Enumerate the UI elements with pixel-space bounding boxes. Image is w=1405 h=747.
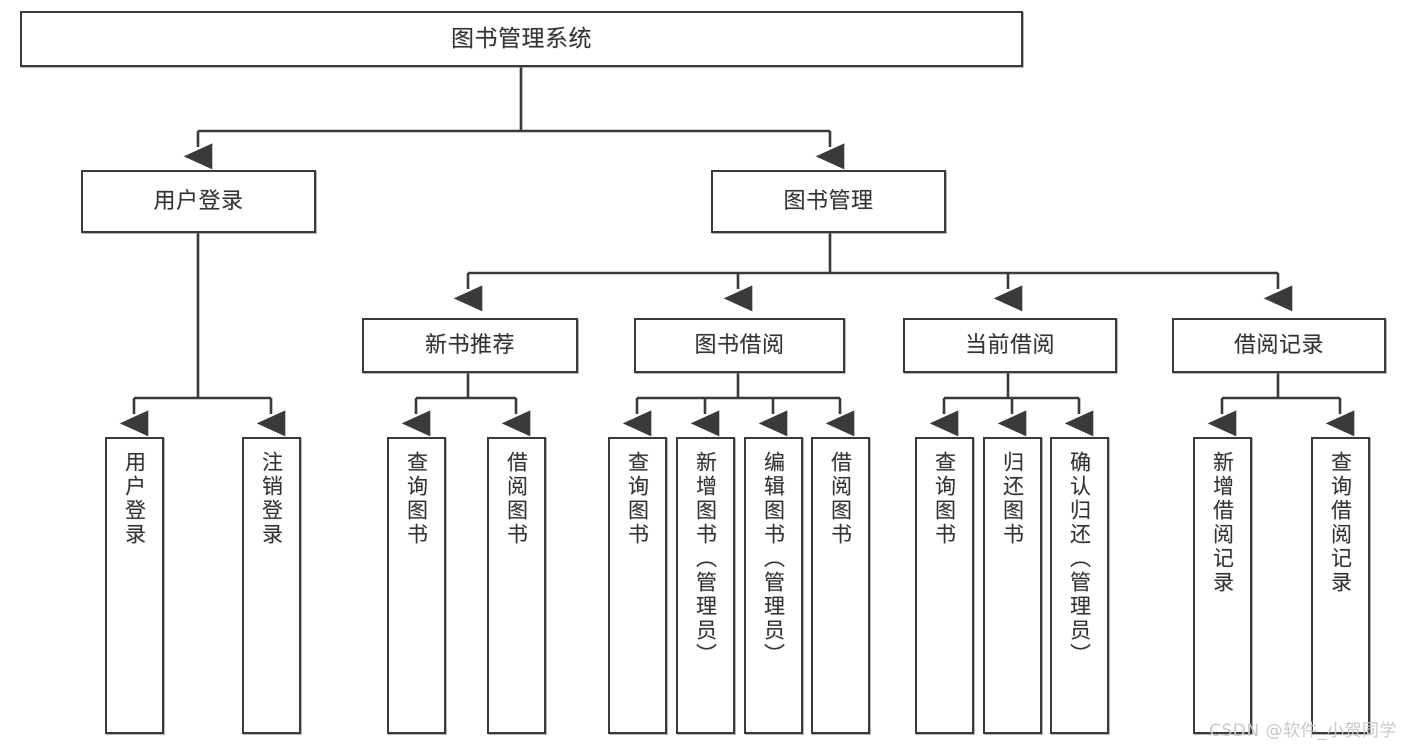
node-leaf-query-book-1-label: 查询图书 [404,451,429,547]
node-borrow-record-label: 借阅记录 [1233,332,1324,358]
node-leaf-borrow-book-2[interactable]: 借阅图书 [811,437,870,734]
node-new-book-recommend-label: 新书推荐 [424,332,515,358]
node-leaf-confirm-return[interactable]: 确认归还（管理员） [1050,437,1109,734]
node-leaf-confirm-return-label: 确认归还（管理员） [1067,451,1092,667]
node-book-borrow[interactable]: 图书借阅 [634,318,845,373]
edge-root-to-level2 [183,67,845,170]
node-leaf-borrow-book-2-label: 借阅图书 [828,451,853,547]
node-user-login-label: 用户登录 [153,188,244,214]
node-leaf-add-record-label: 新增借阅记录 [1210,451,1235,595]
node-leaf-borrow-book-1-label: 借阅图书 [504,451,529,547]
edge-borrow-to-leaves [622,373,855,437]
node-leaf-user-logout[interactable]: 注销登录 [242,437,301,734]
node-leaf-borrow-book-1[interactable]: 借阅图书 [487,437,546,734]
node-leaf-query-record-label: 查询借阅记录 [1328,451,1353,595]
node-current-borrow[interactable]: 当前借阅 [903,318,1117,373]
node-leaf-edit-book[interactable]: 编辑图书（管理员） [744,437,803,734]
edge-record-to-leaves [1207,373,1355,437]
node-leaf-query-book-2[interactable]: 查询图书 [608,437,667,734]
node-new-book-recommend[interactable]: 新书推荐 [362,318,578,373]
node-book-manage-label: 图书管理 [783,188,874,214]
node-leaf-query-book-3[interactable]: 查询图书 [915,437,974,734]
node-borrow-record[interactable]: 借阅记录 [1172,318,1386,373]
edge-recommend-to-leaves [401,373,531,437]
node-leaf-add-book[interactable]: 新增图书（管理员） [676,437,735,734]
node-leaf-query-book-1[interactable]: 查询图书 [387,437,446,734]
node-user-login[interactable]: 用户登录 [81,170,316,233]
node-root-system-label: 图书管理系统 [451,25,592,52]
node-leaf-query-record[interactable]: 查询借阅记录 [1311,437,1370,734]
node-leaf-query-book-2-label: 查询图书 [625,451,650,547]
node-leaf-return-book-label: 归还图书 [1000,451,1025,547]
node-leaf-user-login-label: 用户登录 [122,451,147,547]
edge-current-to-leaves [929,373,1094,437]
node-leaf-user-logout-label: 注销登录 [259,451,284,547]
node-book-manage[interactable]: 图书管理 [711,170,946,233]
node-book-borrow-label: 图书借阅 [694,332,785,358]
csdn-watermark: CSDN @软件_小贺同学 [1209,721,1397,741]
node-leaf-return-book[interactable]: 归还图书 [983,437,1042,734]
node-leaf-add-record[interactable]: 新增借阅记录 [1193,437,1252,734]
node-leaf-query-book-3-label: 查询图书 [932,451,957,547]
node-root-system[interactable]: 图书管理系统 [20,11,1023,67]
node-leaf-user-login[interactable]: 用户登录 [105,437,164,734]
node-leaf-add-book-label: 新增图书（管理员） [693,451,718,667]
edge-bookmanage-to-level3 [453,233,1293,312]
edge-booklogin-to-leaves [119,233,286,437]
node-current-borrow-label: 当前借阅 [964,332,1055,358]
node-leaf-edit-book-label: 编辑图书（管理员） [761,451,786,667]
